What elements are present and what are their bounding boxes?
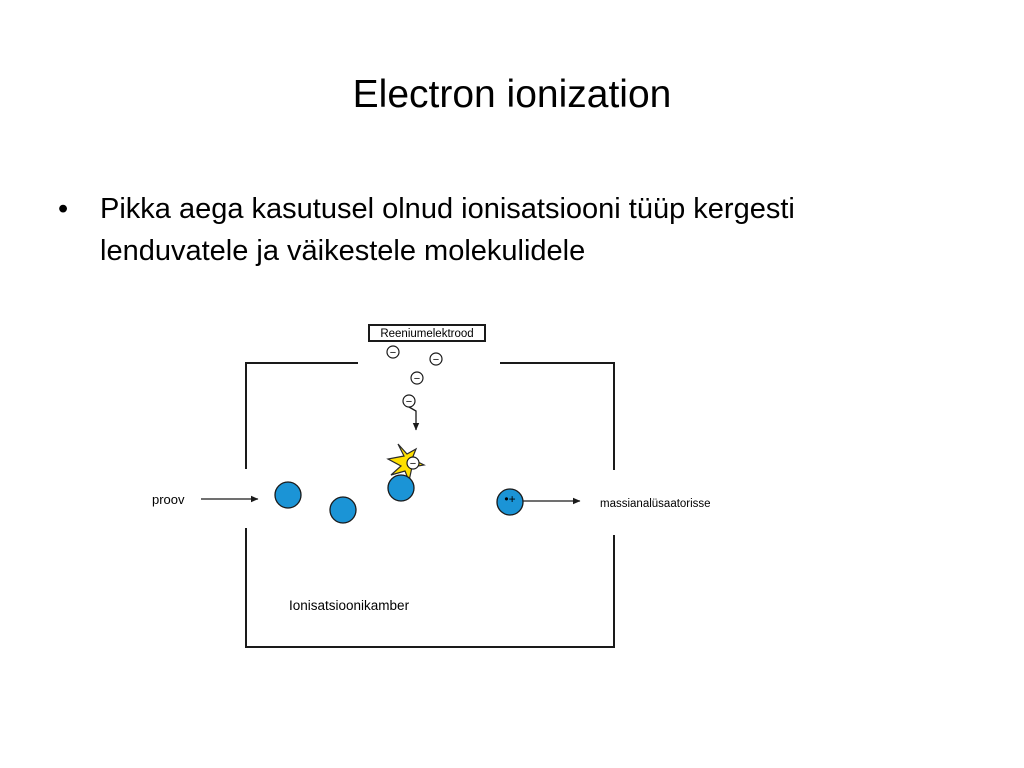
outlet-label: massianalüsaatorisse: [600, 498, 711, 510]
electron-icon: −: [402, 394, 416, 408]
slide-title: Electron ionization: [352, 73, 672, 116]
electrode-label: Reeniumelektrood: [380, 328, 473, 340]
electron-icon: −: [410, 371, 424, 385]
molecule-icon: [387, 474, 415, 502]
svg-text:−: −: [410, 458, 416, 470]
bullet-list: • Pikka aega kasutusel olnud ionisatsioo…: [58, 188, 958, 272]
bullet-text-line-2: lenduvatele ja väikestele molekulidele: [100, 235, 586, 267]
electron-path-arrow: [408, 406, 420, 431]
electron-icon: −: [429, 352, 443, 366]
molecular-ion: •+: [496, 488, 524, 516]
svg-text:−: −: [406, 396, 412, 408]
chamber-label: Ionisatsioonikamber: [289, 598, 410, 613]
bullet-item: • Pikka aega kasutusel olnud ionisatsioo…: [58, 188, 958, 272]
chamber-wall-top-left: [245, 362, 358, 469]
ion-charge-label: •+: [504, 492, 515, 506]
ionization-chamber: [245, 362, 615, 648]
molecule-icon: [274, 481, 302, 509]
electrons: − − − −: [386, 345, 443, 408]
bullet-text-line-1: Pikka aega kasutusel olnud ionisatsiooni…: [100, 193, 795, 225]
ion-icon: [496, 488, 524, 516]
electron-icon: −: [406, 456, 420, 470]
electron-icon: −: [386, 345, 400, 359]
inlet-label: proov: [152, 492, 185, 507]
chamber-wall-top-right: [500, 362, 615, 470]
svg-text:−: −: [414, 373, 420, 385]
molecule-icon: [329, 496, 357, 524]
svg-text:−: −: [390, 347, 396, 359]
svg-text:−: −: [433, 354, 439, 366]
chamber-wall-bottom: [245, 528, 615, 648]
electrode-label-box: Reeniumelektrood: [368, 324, 486, 342]
bullet-icon: •: [58, 193, 69, 225]
